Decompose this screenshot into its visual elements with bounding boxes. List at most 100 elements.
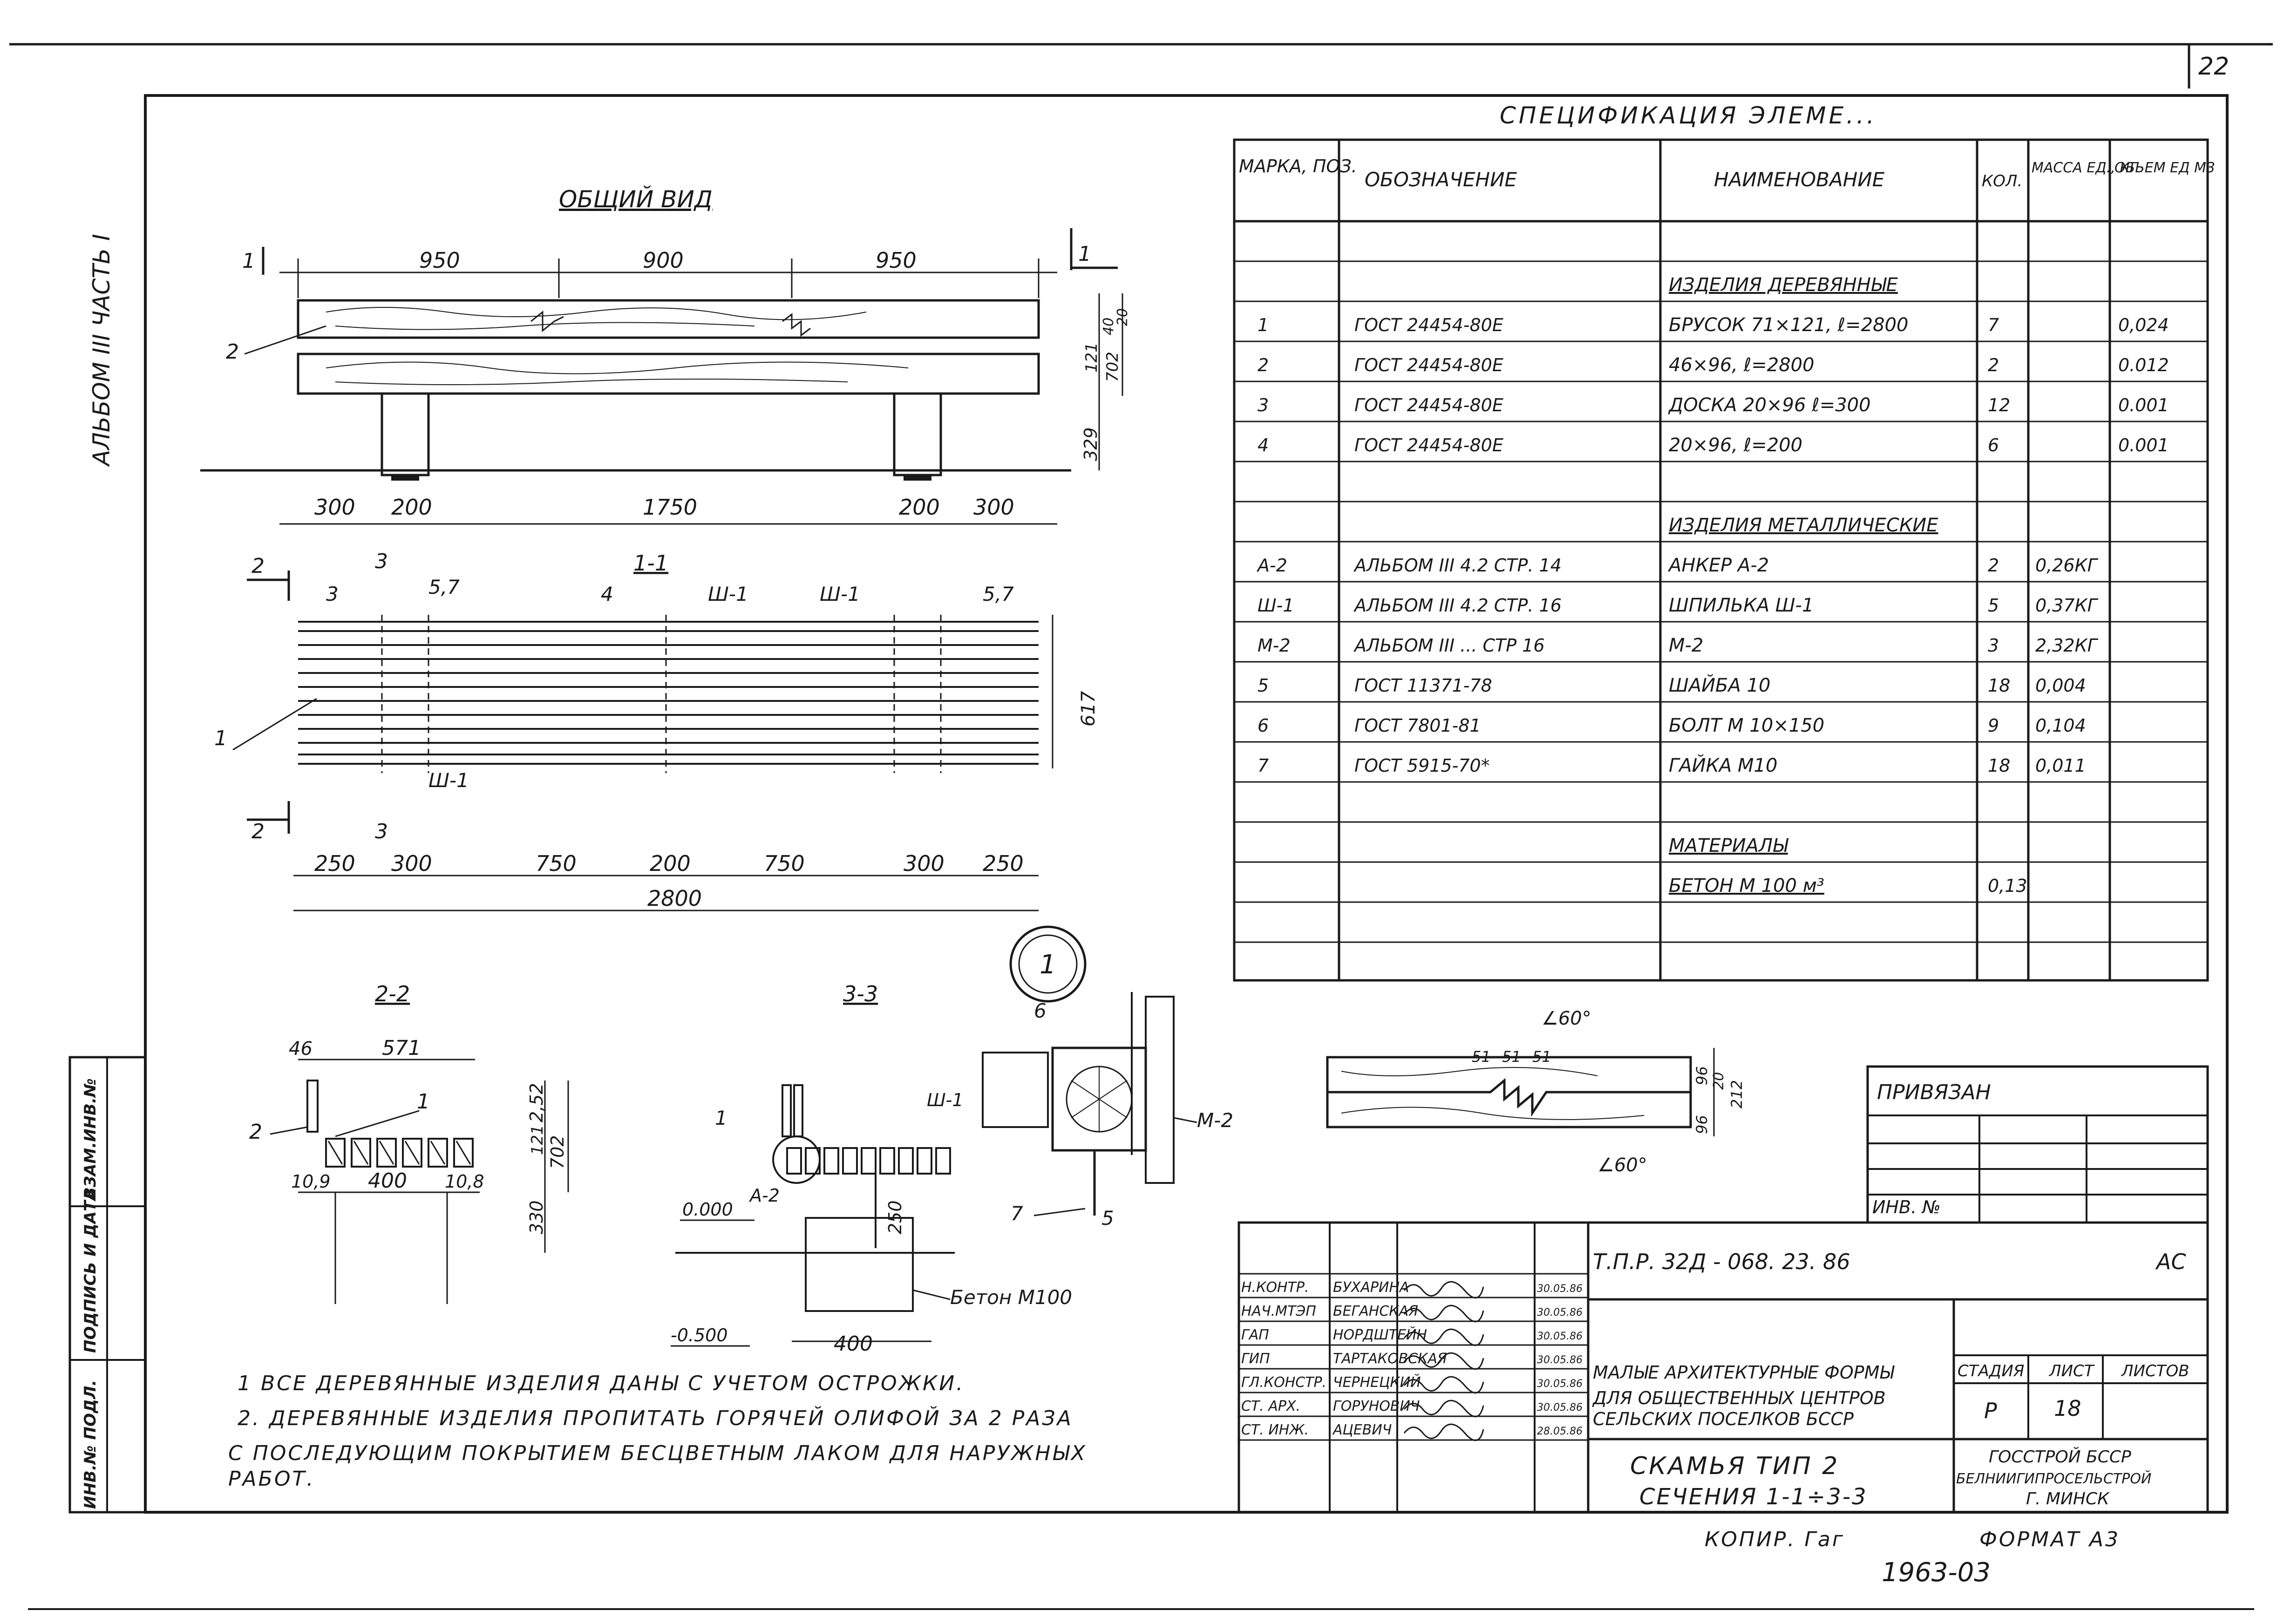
sig-name-4: ЧЕРНЕЦКИЙ xyxy=(1333,1374,1421,1391)
spec-cell-r1-c2: ИЗДЕЛИЯ ДЕРЕВЯННЫЕ xyxy=(1669,274,1898,296)
node1-lbl-7: 7 xyxy=(1011,1202,1023,1225)
s22-bdim-1: 10,9 xyxy=(291,1171,331,1192)
s22-callout-2: 2 xyxy=(249,1120,262,1144)
note-4: РАБОТ. xyxy=(228,1467,315,1491)
s22-dim-571: 571 xyxy=(382,1036,421,1060)
plan-bdim-7: 250 xyxy=(983,851,1024,876)
spec-cell-r3-c1: ГОСТ 24454-80Е xyxy=(1354,355,1503,375)
spec-h-qty: КОЛ. xyxy=(1982,172,2022,190)
sig-name-2: НОРДШТЕЙН xyxy=(1333,1326,1427,1343)
plan-lbl-sh1a: Ш-1 xyxy=(708,583,748,605)
tb-org-2: БЕЛНИИГИПРОСЕЛЬСТРОЙ xyxy=(1956,1470,2151,1487)
spec-table: СПЕЦИФИКАЦИЯ ЭЛЕМЕ... ИЗДЕЛИЯ ДЕРЕВЯННЫЕ… xyxy=(1233,102,2215,982)
gv-callout: 2 xyxy=(226,340,239,364)
plan-lbl-sh1b: Ш-1 xyxy=(820,583,860,605)
spec-cell-r5-c5: 0.001 xyxy=(2118,435,2169,455)
sig-date-1: 30.05.86 xyxy=(1537,1307,1583,1318)
plan-lbl-4: 4 xyxy=(601,583,613,605)
plan-bdim-5: 750 xyxy=(764,851,805,876)
s33-lbl-400: 400 xyxy=(834,1332,873,1356)
plan-mark-2a: 2 xyxy=(252,554,265,578)
spec-cell-r4-c3: 12 xyxy=(1988,395,2010,415)
spec-cell-r12-c1: ГОСТ 7801-81 xyxy=(1354,715,1481,736)
spec-cell-r10-c3: 3 xyxy=(1988,635,1999,656)
plan-bdim-6: 300 xyxy=(904,851,945,876)
spec-cell-r11-c3: 18 xyxy=(1988,675,2010,696)
spec-cell-r9-c4: 0,37КГ xyxy=(2035,595,2099,616)
s22-title: 2-2 xyxy=(375,981,410,1006)
s33-title: 3-3 xyxy=(843,981,878,1006)
plan-lbl-3: 3 xyxy=(326,583,339,605)
spec-cell-r3-c3: 2 xyxy=(1988,355,1999,375)
plan-mark-3b: 3 xyxy=(375,820,388,843)
plan-title: 1-1 xyxy=(633,550,668,576)
attached-inv: ИНВ. № xyxy=(1872,1197,1941,1217)
sig-role-0: Н.КОНТР. xyxy=(1241,1279,1309,1296)
gv-height-329: 329 xyxy=(1081,427,1101,461)
s22-h-252: 2,52 xyxy=(526,1083,547,1122)
general-view: ОБЩИЙ ВИД 950 900 950 1 1 329 121 702 xyxy=(200,185,1131,525)
gv-dim-right: 950 xyxy=(876,248,917,273)
sig-role-3: ГИП xyxy=(1241,1351,1270,1367)
plan-bdim-3: 750 xyxy=(536,851,577,876)
spec-cell-r4-c2: ДОСКА 20×96 ℓ=300 xyxy=(1668,394,1871,416)
signature-scribble xyxy=(1403,1376,1484,1394)
tb-org-1: ГОССТРОЙ БССР xyxy=(1989,1447,2131,1467)
tb-stage: Р xyxy=(1984,1398,1997,1423)
tb-mark: АС xyxy=(2155,1249,2186,1274)
spec-cell-r2-c0: 1 xyxy=(1258,315,1269,335)
signature-scribble xyxy=(1403,1423,1484,1441)
plan-bdim-4: 200 xyxy=(650,851,691,876)
spec-cell-r5-c2: 20×96, ℓ=200 xyxy=(1669,435,1802,456)
sig-name-5: ГОРУНОВИЧ xyxy=(1333,1398,1420,1414)
joint-angle-bottom: ∠60° xyxy=(1597,1155,1647,1176)
sig-role-2: ГАП xyxy=(1241,1327,1269,1343)
sheet-number: 22 xyxy=(2198,53,2229,81)
s22-bdim-3: 10,8 xyxy=(445,1171,484,1192)
spec-cell-r7-c2: ИЗДЕЛИЯ МЕТАЛЛИЧЕСКИЕ xyxy=(1669,515,1938,536)
spec-cell-r9-c0: Ш-1 xyxy=(1258,595,1294,616)
s22-h-702: 702 xyxy=(547,1135,568,1169)
gv-bdim-4: 200 xyxy=(899,495,940,520)
spec-h-designation: ОБОЗНАЧЕНИЕ xyxy=(1365,168,1517,191)
spec-cell-r5-c1: ГОСТ 24454-80Е xyxy=(1354,435,1503,455)
spec-cell-r2-c2: БРУСОК 71×121, ℓ=2800 xyxy=(1669,314,1909,336)
spec-cell-r11-c1: ГОСТ 11371-78 xyxy=(1354,675,1492,696)
gv-bdim-3: 1750 xyxy=(643,495,697,520)
joint-dim-20: 20 xyxy=(1711,1072,1727,1090)
sig-name-0: БУХАРИНА xyxy=(1333,1279,1409,1296)
signature-scribble xyxy=(1403,1281,1484,1299)
spec-cell-r3-c0: 2 xyxy=(1258,355,1269,375)
joint-dim-96b: 96 xyxy=(1693,1115,1711,1134)
notes: 1 ВСЕ ДЕРЕВЯННЫЕ ИЗДЕЛИЯ ДАНЫ С УЧЕТОМ О… xyxy=(228,1372,1087,1491)
s33-level-500: -0.500 xyxy=(671,1325,728,1345)
tb-sheet-label: ЛИСТ xyxy=(2048,1362,2095,1380)
side-stamp-sign: ПОДПИСЬ И ДАТА xyxy=(81,1188,100,1353)
sig-role-6: СТ. ИНЖ. xyxy=(1241,1422,1309,1438)
note-1: 1 ВСЕ ДЕРЕВЯННЫЕ ИЗДЕЛИЯ ДАНЫ С УЧЕТОМ О… xyxy=(238,1372,965,1395)
spec-cell-r11-c2: ШАЙБА 10 xyxy=(1669,674,1770,696)
gv-section-left: 1 xyxy=(242,249,255,273)
attached-label: ПРИВЯЗАН xyxy=(1877,1080,1991,1104)
spec-cell-r13-c3: 18 xyxy=(1988,755,2010,776)
gv-bdim-1: 300 xyxy=(314,495,355,520)
spec-cell-r10-c0: М-2 xyxy=(1258,635,1291,656)
spec-cell-r3-c2: 46×96, ℓ=2800 xyxy=(1669,354,1815,376)
note-3: С ПОСЛЕДУЮЩИМ ПОКРЫТИЕМ БЕСЦВЕТНЫМ ЛАКОМ… xyxy=(228,1441,1087,1465)
joint-dim-212: 212 xyxy=(1728,1080,1746,1108)
spec-cell-r12-c4: 0,104 xyxy=(2035,715,2086,736)
gv-height-121: 121 xyxy=(1082,342,1101,373)
plan-bdim-2: 300 xyxy=(391,851,432,876)
spec-cell-r12-c3: 9 xyxy=(1988,715,1999,736)
footer-format: ФОРМАТ А3 xyxy=(1979,1528,2120,1551)
tb-project-3: СЕЛЬСКИХ ПОСЕЛКОВ БССР xyxy=(1593,1409,1854,1429)
gv-section-right: 1 xyxy=(1078,242,1091,266)
drawing-frame xyxy=(144,94,2229,1514)
section-2-2: 2-2 46 571 2 1 10,9 400 10,8 2,52 121 70… xyxy=(249,981,569,1304)
joint-dim-96a: 96 xyxy=(1693,1066,1711,1085)
spec-cell-r4-c0: 3 xyxy=(1258,395,1269,415)
album-label: АЛЬБОМ III ЧАСТЬ I xyxy=(88,234,115,467)
sig-date-4: 30.05.86 xyxy=(1537,1378,1583,1390)
spec-cell-r11-c0: 5 xyxy=(1258,675,1269,696)
